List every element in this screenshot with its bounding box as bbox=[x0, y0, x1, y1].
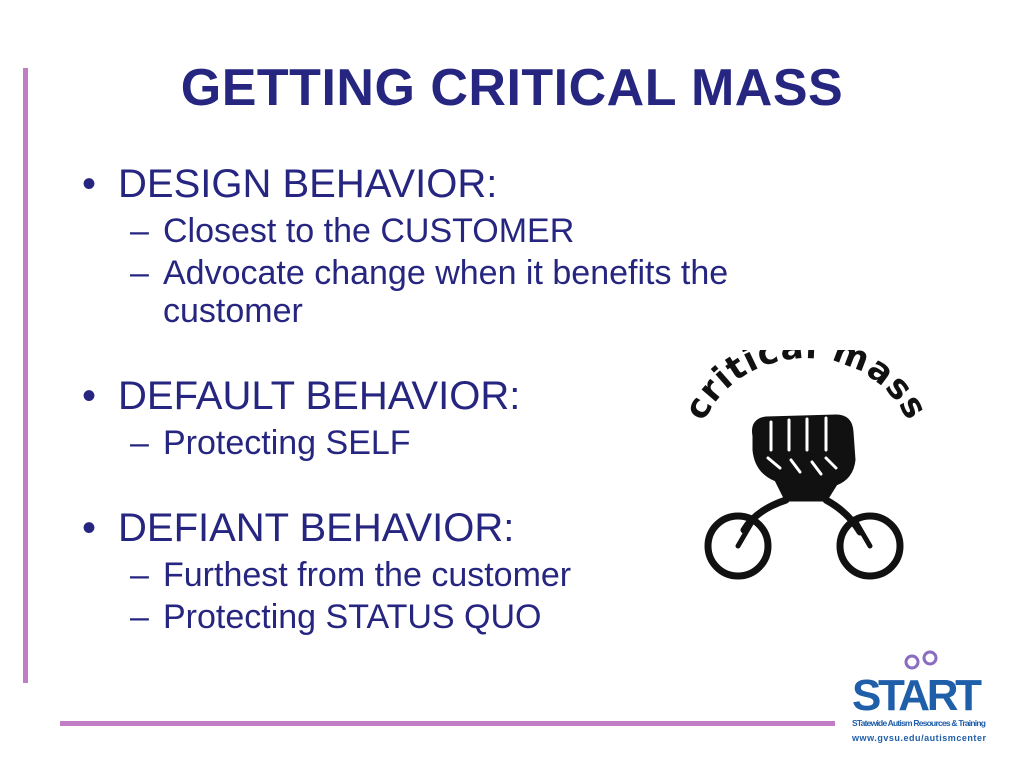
svg-text:critical mass: critical mass bbox=[676, 350, 926, 426]
bullet-default-behavior: • DEFAULT BEHAVIOR: bbox=[82, 374, 521, 418]
start-logo-name: START bbox=[852, 671, 982, 720]
bottom-accent-bar bbox=[60, 721, 835, 726]
start-logo-url: www.gvsu.edu/autismcenter bbox=[851, 733, 986, 743]
people-icon bbox=[904, 650, 938, 670]
sub-item: – Advocate change when it benefits the c… bbox=[130, 254, 729, 330]
sub-item: – Protecting SELF bbox=[130, 424, 411, 462]
bullet-defiant-behavior: • DEFIANT BEHAVIOR: bbox=[82, 506, 515, 550]
start-logo-tagline: STatewide Autism Resources & Training bbox=[852, 718, 986, 728]
slide-title: GETTING CRITICAL MASS bbox=[180, 59, 844, 117]
slide-body: • DESIGN BEHAVIOR: – Closest to the CUST… bbox=[82, 160, 842, 636]
critical-mass-text: critical mass bbox=[676, 350, 926, 426]
left-accent-bar bbox=[23, 68, 28, 683]
bullet-design-behavior: • DESIGN BEHAVIOR: bbox=[82, 162, 498, 206]
fist-bicycle-icon bbox=[704, 414, 904, 580]
sub-item: – Protecting STATUS QUO bbox=[130, 598, 542, 636]
sub-item: – Furthest from the customer bbox=[130, 556, 572, 594]
start-logo: START STatewide Autism Resources & Train… bbox=[851, 650, 986, 743]
sub-item: – Closest to the CUSTOMER bbox=[130, 212, 575, 250]
critical-mass-logo: critical mass bbox=[676, 350, 926, 580]
